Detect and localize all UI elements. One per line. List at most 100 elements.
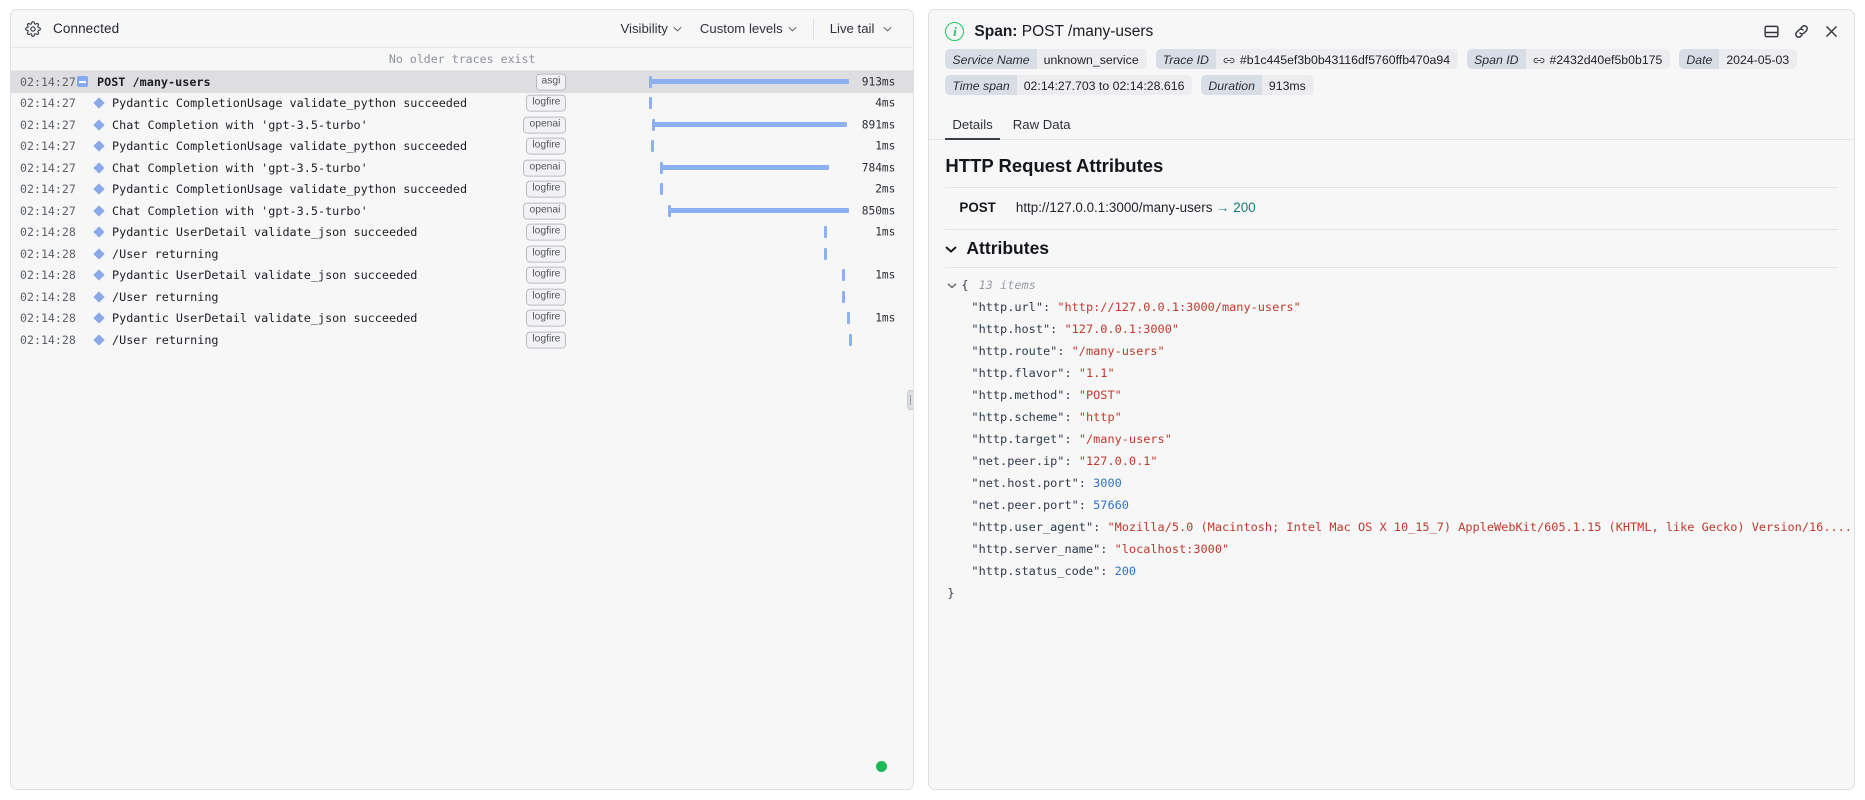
visibility-label: Visibility [620, 21, 668, 36]
visibility-dropdown[interactable]: Visibility [611, 17, 690, 40]
json-attribute-row: "http.host": "127.0.0.1:3000" [945, 318, 1838, 340]
json-value: "1.1" [1078, 366, 1115, 380]
span-title-prefix: Span: [974, 22, 1018, 40]
meta-chip-value-text: unknown_service [1043, 53, 1139, 67]
meta-chip-value[interactable]: #2432d40ef5b0b175 [1525, 49, 1671, 69]
trace-bar-start-cap [659, 183, 663, 196]
custom-levels-dropdown[interactable]: Custom levels [691, 17, 806, 40]
meta-chip: Trace ID#b1c445ef3b0b43116df5760ffb470a9… [1155, 49, 1459, 69]
trace-row-label: Chat Completion with 'gpt-3.5-turbo' [112, 117, 368, 132]
request-method: POST [959, 200, 996, 215]
trace-row-label: Chat Completion with 'gpt-3.5-turbo' [112, 160, 368, 175]
panel-resize-handle[interactable] [907, 389, 914, 410]
json-value: "http://127.0.0.1:3000/many-users" [1057, 300, 1301, 314]
trace-duration-bar [652, 122, 848, 128]
trace-row-label: /User returning [112, 332, 219, 347]
toolbar-right-group: Visibility Custom levels Live tail [611, 10, 901, 47]
span-diamond-icon [93, 312, 105, 324]
trace-row-bar-track [649, 139, 849, 153]
live-tail-dropdown[interactable]: Live tail [821, 17, 902, 40]
meta-chip-key: Span ID [1467, 49, 1526, 69]
span-diamond-icon [93, 140, 105, 152]
json-key: "http.scheme" [971, 410, 1065, 424]
span-diamond-icon [93, 97, 105, 109]
trace-row-bar-track [649, 161, 849, 175]
collapse-toggle-icon[interactable] [77, 76, 88, 88]
json-key: "http.host" [971, 322, 1051, 336]
json-value: "127.0.0.1" [1078, 454, 1158, 468]
meta-chip-value-text: #2432d40ef5b0b175 [1549, 53, 1663, 67]
trace-row-duration: 1ms [875, 139, 896, 153]
json-attribute-row: "net.peer.ip": "127.0.0.1" [945, 450, 1838, 472]
json-colon: : [1064, 410, 1079, 424]
span-diamond-icon [93, 205, 105, 217]
json-root-toggle[interactable]: { 13 items [945, 274, 1838, 296]
span-diamond-icon [93, 226, 105, 238]
trace-row-timestamp: 02:14:27 [20, 203, 76, 218]
tab-details[interactable]: Details [945, 114, 1000, 140]
trace-row-duration: 1ms [875, 268, 896, 282]
json-colon: : [1057, 344, 1072, 358]
trace-row-timestamp: 02:14:28 [20, 246, 76, 261]
trace-row[interactable]: 02:14:27 Chat Completion with 'gpt-3.5-tu… [11, 200, 913, 222]
copy-link-icon[interactable] [1793, 23, 1810, 40]
chevron-down-icon [883, 26, 892, 31]
trace-row-timestamp: 02:14:27 [20, 139, 76, 154]
trace-bar-start-cap [847, 312, 851, 325]
trace-bar-start-cap [842, 290, 846, 303]
trace-row-bar-track [649, 247, 849, 261]
close-icon[interactable] [1823, 23, 1840, 40]
json-attribute-row: "http.scheme": "http" [945, 406, 1838, 428]
trace-row-label: Chat Completion with 'gpt-3.5-turbo' [112, 203, 368, 218]
json-value: "http" [1078, 410, 1122, 424]
json-value: "127.0.0.1:3000" [1064, 322, 1180, 336]
trace-row-label: Pydantic UserDetail validate_json succee… [112, 225, 418, 240]
arrow-right-icon: → [1216, 200, 1230, 215]
trace-row-badge: openai [523, 116, 567, 134]
json-colon: : [1064, 454, 1079, 468]
trace-row-timestamp: 02:14:27 [20, 182, 76, 197]
trace-row-label: Pydantic UserDetail validate_json succee… [112, 311, 418, 326]
gear-icon[interactable] [25, 20, 41, 37]
meta-chip-value[interactable]: #b1c445ef3b0b43116df5760ffb470a94 [1215, 49, 1459, 69]
trace-duration-bar [649, 79, 850, 85]
span-diamond-icon [93, 334, 105, 346]
json-attribute-row: "http.method": "POST" [945, 384, 1838, 406]
json-attribute-row: "http.user_agent": "Mozilla/5.0 (Macinto… [945, 516, 1854, 538]
meta-chip-value: 913ms [1261, 75, 1314, 95]
trace-row-badge: logfire [526, 288, 567, 306]
trace-row-bar-track [649, 225, 849, 239]
meta-chip-key: Trace ID [1155, 49, 1216, 69]
trace-row[interactable]: 02:14:27 Pydantic CompletionUsage validat… [11, 179, 913, 201]
trace-row-bar-track [649, 268, 849, 282]
trace-row-label: Pydantic CompletionUsage validate_python… [112, 182, 468, 197]
trace-row-duration: 784ms [861, 161, 896, 175]
json-value: "/many-users" [1071, 344, 1165, 358]
json-rows: "http.url": "http://127.0.0.1:3000/many-… [945, 296, 1854, 582]
detail-tabs[interactable]: Details Raw Data [929, 104, 1854, 140]
attributes-toggle[interactable]: Attributes [945, 238, 1838, 259]
attributes-title: Attributes [966, 238, 1050, 258]
json-colon: : [1064, 366, 1079, 380]
json-value: "localhost:3000" [1114, 542, 1230, 556]
panel-layout-icon[interactable] [1763, 23, 1780, 40]
trace-row-badge: openai [523, 202, 567, 220]
trace-bar-start-cap [842, 269, 846, 282]
json-key: "http.method" [971, 388, 1065, 402]
tab-raw-data[interactable]: Raw Data [1012, 117, 1071, 132]
